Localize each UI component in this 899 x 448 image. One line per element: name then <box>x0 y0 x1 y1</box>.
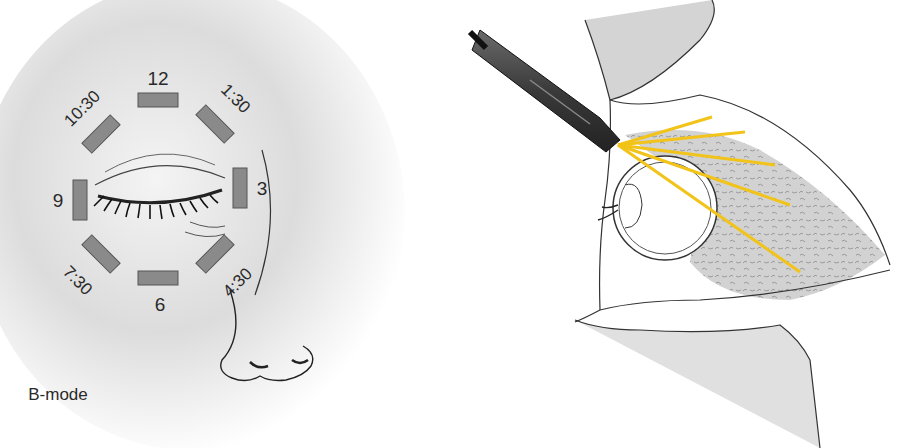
clock-position-label: 6 <box>155 295 166 314</box>
face-shading <box>0 0 405 448</box>
ultrasound-probe <box>470 30 620 152</box>
ultrasound-beams <box>618 117 800 272</box>
clock-position-label: 12 <box>147 69 168 88</box>
clock-position-label: 3 <box>257 179 268 198</box>
eyelashes <box>94 195 218 219</box>
clock-position-label: 9 <box>53 191 64 210</box>
mode-label: B-mode <box>28 386 88 403</box>
probe-positions <box>73 93 247 285</box>
globe <box>613 156 717 260</box>
nose <box>221 290 313 381</box>
